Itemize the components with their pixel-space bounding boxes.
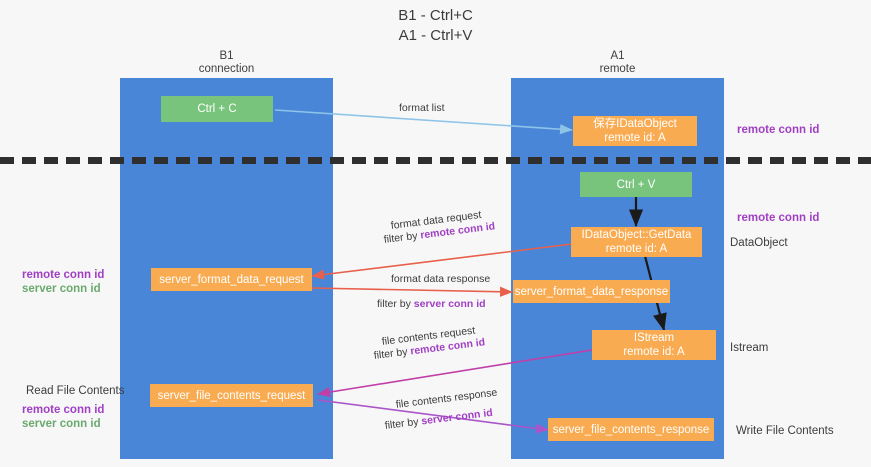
annotation-left-remote-conn-id: remote conn id bbox=[22, 269, 105, 281]
edge-label-format-list: format list bbox=[399, 102, 445, 114]
edge-label-format-data-response: format data response bbox=[391, 273, 491, 285]
page-title: B1 - Ctrl+C A1 - Ctrl+V bbox=[398, 7, 473, 44]
node-server-format-data-response[interactable]: server_format_data_response bbox=[513, 280, 670, 303]
filter-key-server-conn-id: server conn id bbox=[413, 298, 486, 310]
edge-label-format-data-response-filter: filter by server conn id bbox=[377, 297, 486, 311]
annotation-read-file-contents: Read File Contents bbox=[26, 385, 125, 397]
node-istream[interactable]: IStream remote id: A bbox=[592, 330, 716, 360]
filter-prefix: filter by bbox=[373, 345, 412, 362]
node-server-file-contents-response[interactable]: server_file_contents_response bbox=[548, 418, 714, 441]
filter-prefix: filter by bbox=[377, 298, 414, 310]
node-server-file-contents-request[interactable]: server_file_contents_request bbox=[150, 384, 313, 407]
annotation-remote-conn-id-top: remote conn id bbox=[737, 124, 820, 136]
node-server-format-data-request[interactable]: server_format_data_request bbox=[151, 268, 312, 291]
column-title-a1: A1 remote bbox=[599, 50, 636, 75]
annotation-left-remote-conn-id-2: remote conn id bbox=[22, 404, 105, 416]
node-idataobject-getdata[interactable]: IDataObject::GetData remote id: A bbox=[571, 227, 702, 257]
node-ctrl-v[interactable]: Ctrl + V bbox=[580, 172, 692, 197]
annotation-write-file-contents: Write File Contents bbox=[736, 425, 834, 437]
filter-prefix: filter by bbox=[383, 229, 422, 246]
arrow-format-data-response bbox=[311, 286, 513, 297]
phase-divider bbox=[0, 157, 871, 164]
filter-key-server-conn-id: server conn id bbox=[420, 406, 494, 428]
annotation-left-server-conn-id: server conn id bbox=[22, 283, 101, 295]
node-data-object[interactable]: 保存IDataObject remote id: A bbox=[573, 116, 697, 146]
annotation-data-object: DataObject bbox=[730, 237, 788, 249]
column-title-b1: B1 connection bbox=[198, 50, 255, 75]
filter-prefix: filter by bbox=[384, 415, 423, 432]
annotation-left-server-conn-id-2: server conn id bbox=[22, 418, 101, 430]
annotation-istream: Istream bbox=[730, 342, 769, 354]
node-ctrl-c[interactable]: Ctrl + C bbox=[161, 96, 273, 122]
annotation-remote-conn-id-mid: remote conn id bbox=[737, 212, 820, 224]
